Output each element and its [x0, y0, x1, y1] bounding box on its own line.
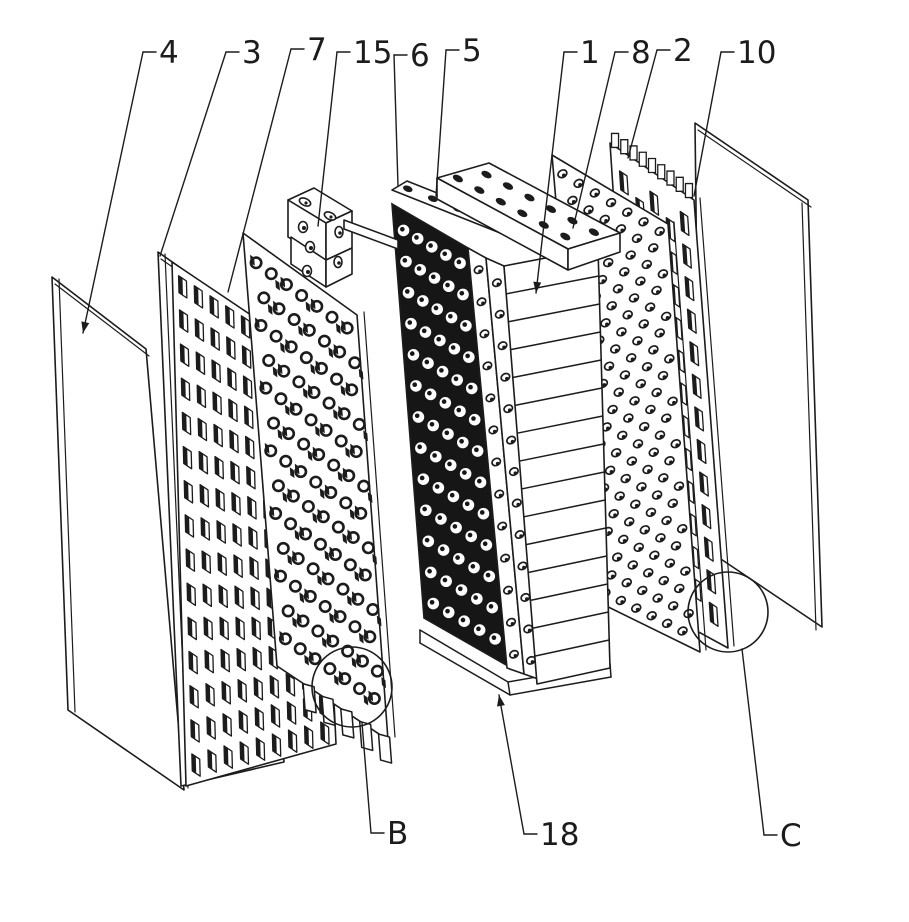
- label-text-5: 5: [462, 33, 482, 69]
- label-15: 15: [317, 35, 392, 227]
- terminal-block-15: [287, 187, 353, 288]
- label-8: 8: [572, 35, 651, 229]
- label-text-8: 8: [631, 35, 651, 71]
- label-text-6: 6: [410, 38, 430, 74]
- label-text-15: 15: [353, 35, 392, 71]
- cell-holder-plate: [242, 232, 396, 764]
- end-panel-4: [51, 276, 185, 791]
- label-1: 1: [533, 35, 600, 294]
- label-text-B: B: [387, 816, 408, 852]
- module-frame-strip-b: [485, 257, 542, 681]
- label-text-10: 10: [737, 35, 776, 71]
- label-7: 7: [227, 32, 327, 293]
- label-B: B: [361, 722, 408, 852]
- top-cover-5: [436, 162, 621, 271]
- label-text-4: 4: [159, 35, 179, 71]
- label-text-2: 2: [673, 33, 693, 69]
- cell-stack-1: [503, 247, 611, 685]
- label-4: 4: [81, 35, 179, 334]
- label-5: 5: [435, 33, 482, 197]
- terminal-connector-bar: [343, 219, 399, 250]
- label-6: 6: [393, 38, 430, 187]
- label-C: C: [741, 648, 802, 854]
- label-text-1: 1: [580, 35, 600, 71]
- label-2: 2: [627, 33, 693, 159]
- detail-circle-B: [311, 646, 393, 728]
- label-text-7: 7: [307, 32, 327, 68]
- label-3: 3: [159, 35, 262, 257]
- label-18: 18: [497, 694, 579, 853]
- label-text-3: 3: [242, 35, 262, 71]
- detail-circle-C: [687, 571, 769, 653]
- label-text-C: C: [780, 818, 802, 854]
- label-10: 10: [693, 35, 776, 197]
- label-text-18: 18: [540, 817, 579, 853]
- module-holder-front-face: [391, 202, 509, 668]
